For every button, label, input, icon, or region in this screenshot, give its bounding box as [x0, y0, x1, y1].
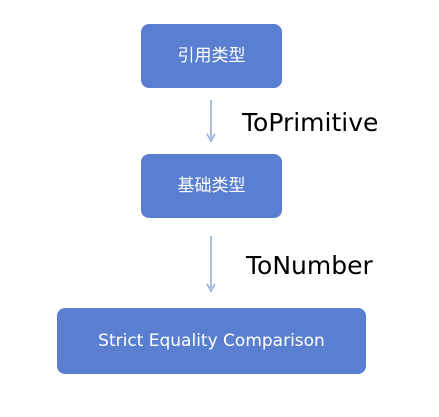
- arrow-basic-to-strict: [206, 236, 216, 293]
- reference-type-node: 引用类型: [141, 24, 282, 88]
- tonumber-label: ToNumber: [246, 251, 373, 280]
- primitive-type-node: 基础类型: [141, 154, 282, 218]
- strict-equality-label: Strict Equality Comparison: [98, 330, 325, 351]
- arrow-ref-to-basic: [206, 100, 216, 143]
- strict-equality-node: Strict Equality Comparison: [57, 308, 366, 374]
- primitive-type-label: 基础类型: [177, 175, 246, 196]
- toprimitive-label: ToPrimitive: [242, 108, 379, 137]
- reference-type-label: 引用类型: [177, 45, 246, 66]
